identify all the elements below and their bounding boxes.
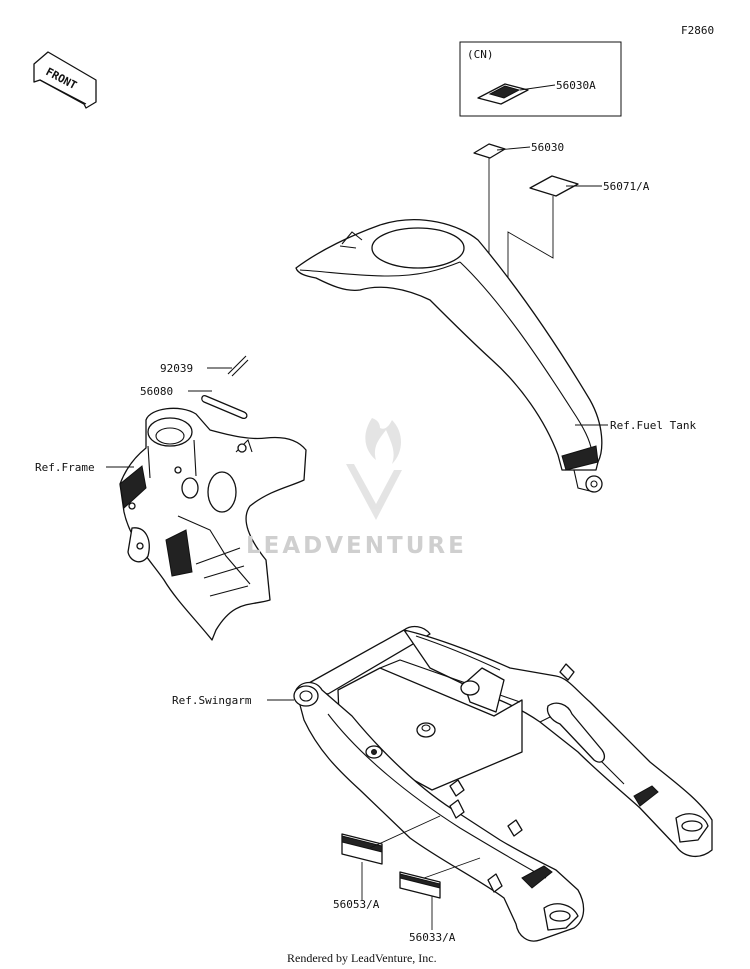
callout-56033a: 56033/A	[409, 931, 456, 944]
frame-section	[119, 407, 307, 641]
label-56030a-icon	[477, 83, 529, 105]
callout-56071a: 56071/A	[603, 180, 650, 193]
label-56033a-icon	[399, 871, 441, 899]
callout-ref-fuel-tank: Ref.Fuel Tank	[610, 419, 696, 432]
callout-56080: 56080	[140, 385, 173, 398]
label-56030-icon	[473, 143, 506, 159]
swingarm	[293, 625, 713, 942]
callout-ref-frame: Ref.Frame	[35, 461, 95, 474]
clip-92039-icon	[227, 355, 249, 377]
watermark-text: LEADVENTURE	[246, 533, 467, 559]
callout-ref-swingarm: Ref.Swingarm	[172, 694, 252, 707]
label-56071a-icon	[529, 175, 579, 197]
callout-56030: 56030	[531, 141, 564, 154]
callout-56030a: 56030A	[556, 79, 596, 92]
cn-inset: (CN) 56030A	[459, 41, 622, 117]
strap-56080-icon	[201, 394, 248, 420]
footer-credit: Rendered by LeadVenture, Inc.	[287, 951, 437, 965]
front-arrow-icon: FRONT	[33, 51, 97, 109]
figure-code: F2860	[681, 24, 714, 37]
fuel-tank-cover	[295, 219, 603, 493]
callout-56053a: 56053/A	[333, 898, 380, 911]
cn-inset-label: (CN)	[467, 48, 494, 61]
leadventure-watermark-icon	[346, 418, 402, 520]
label-56053a-icon	[341, 833, 383, 865]
callout-92039: 92039	[160, 362, 193, 375]
